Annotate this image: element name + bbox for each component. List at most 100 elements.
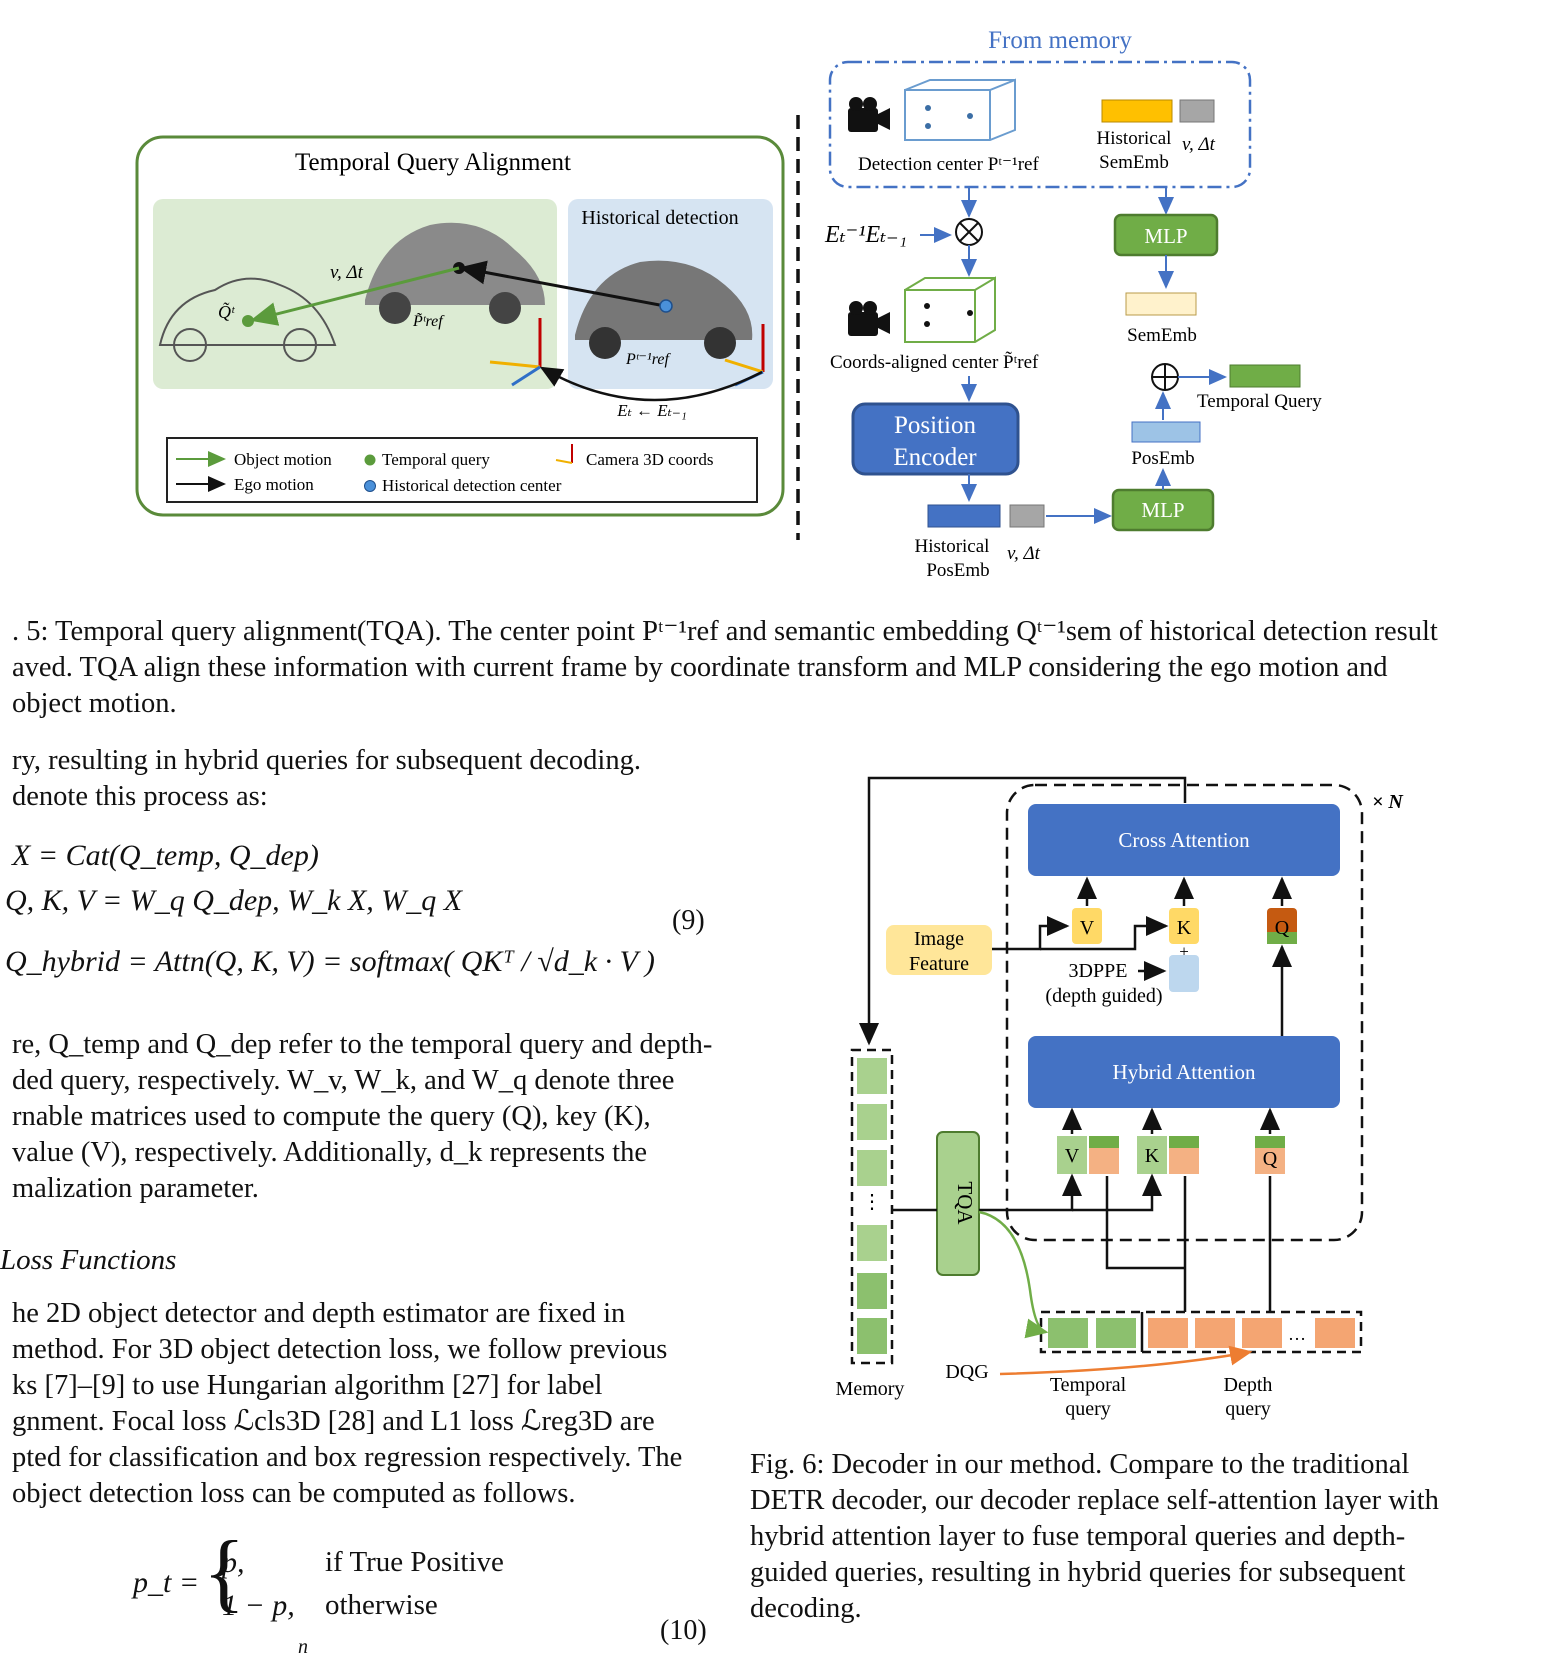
text-line: rnable matrices used to compute the quer… xyxy=(12,1101,651,1132)
v-label-lower: V xyxy=(1065,1145,1080,1167)
text-line: malization parameter. xyxy=(12,1173,259,1204)
equation-9-line-3: Q_hybrid = Attn(Q, K, V) = softmax( QKᵀ … xyxy=(5,945,655,978)
hybrid-attention-block xyxy=(1028,1036,1340,1108)
legend-temporal-query: Temporal query xyxy=(382,450,490,469)
temporal-query-label-2: query xyxy=(1065,1398,1111,1420)
legend-ego-motion: Ego motion xyxy=(234,475,314,494)
text-line: re, Q_temp and Q_dep refer to the tempor… xyxy=(12,1029,713,1060)
coords-aligned-label: Coords-aligned center P̃ᵗref xyxy=(830,350,1039,373)
v-dt-math-top: v, Δt xyxy=(1182,134,1216,155)
caption-line: hybrid attention layer to fuse temporal … xyxy=(750,1521,1406,1552)
v-token-lower xyxy=(1057,1136,1087,1174)
mlp-label-top: MLP xyxy=(1144,224,1187,248)
figure-5: Temporal Query Alignment Historical dete… xyxy=(135,27,1322,581)
text-line: value (V), respectively. Additionally, d… xyxy=(12,1137,647,1168)
tqa-label: TQA xyxy=(953,1181,977,1225)
historical-posEmb-label-1: Historical xyxy=(915,536,990,557)
historical-semEmb-label-1: Historical xyxy=(1097,128,1172,149)
equation-10-case2-cond: otherwise xyxy=(325,1589,438,1621)
axes-icon xyxy=(555,444,573,464)
caption-line: aved. TQA align these information with c… xyxy=(12,652,1388,683)
legend-historical-center: Historical detection center xyxy=(382,476,562,495)
memory-dots: ⋮ xyxy=(862,1191,882,1213)
legend-box xyxy=(166,437,758,503)
memory-column xyxy=(850,1048,894,1365)
v-label-upper: V xyxy=(1080,917,1095,939)
q-token-lower xyxy=(1255,1148,1285,1174)
temporal-query-label: Temporal Query xyxy=(1197,391,1322,412)
hybrid-attention-label: Hybrid Attention xyxy=(1113,1060,1256,1084)
paragraph-definitions: re, Q_temp and Q_dep refer to the tempor… xyxy=(12,1027,712,1207)
depth-query-label-2: query xyxy=(1225,1398,1271,1420)
equation-10-case2: 1 − p, xyxy=(222,1589,295,1622)
equation-10-trail: n xyxy=(298,1636,308,1658)
semEmb-block xyxy=(1125,292,1197,316)
temporal-query-block xyxy=(1229,364,1301,388)
historical-center-dot xyxy=(659,299,673,313)
cube-wireframe-icon xyxy=(904,276,996,343)
figure-6: × N Cross Attention Hybrid Attention Ima… xyxy=(836,776,1404,1420)
v-token-upper xyxy=(1072,908,1102,944)
dppe-token xyxy=(1169,955,1199,992)
position-encoder-label-1: Position xyxy=(894,412,976,439)
cross-attention-block xyxy=(1028,804,1340,876)
equation-9-number: (9) xyxy=(672,905,705,936)
text-line: ded query, respectively. W_v, W_k, and W… xyxy=(12,1065,675,1096)
camera-icon xyxy=(848,97,890,132)
section-heading: Loss Functions xyxy=(0,1244,177,1276)
memory-box xyxy=(828,60,1252,189)
caption-line: object motion. xyxy=(12,688,177,719)
v-dt-math-bottom: v, Δt xyxy=(1007,543,1041,564)
equation-10-case1-cond: if True Positive xyxy=(325,1546,504,1578)
mlp-label-bottom: MLP xyxy=(1141,498,1184,522)
historical-posEmb-label-2: PosEmb xyxy=(926,560,989,581)
semEmb-label: SemEmb xyxy=(1127,325,1197,346)
times-n-label: × N xyxy=(1372,791,1404,813)
query-dots: … xyxy=(1288,1324,1306,1344)
q-t-label: Q̃ᵗ xyxy=(218,302,235,322)
q-label-lower: Q xyxy=(1263,1148,1278,1170)
caption-line: Fig. 6: Decoder in our method. Compare t… xyxy=(750,1449,1410,1480)
equation-10-number: (10) xyxy=(660,1615,707,1646)
position-encoder-block xyxy=(851,402,1020,476)
caption-line: . 5: Temporal query alignment(TQA). The … xyxy=(12,616,1438,647)
plus-label: + xyxy=(1179,942,1189,961)
dqg-label: DQG xyxy=(945,1361,988,1383)
p-ref-tilde-label: P̃ᵗref xyxy=(412,312,445,330)
text-line: object detection loss can be computed as… xyxy=(12,1478,576,1509)
caption-line: DETR decoder, our decoder replace self-a… xyxy=(750,1485,1439,1516)
dppe-label-2: (depth guided) xyxy=(1045,985,1162,1007)
equation-9-line-1: X = Cat(Q_temp, Q_dep) xyxy=(12,839,319,872)
v-dt-block xyxy=(1179,99,1215,123)
cross-attention-label: Cross Attention xyxy=(1118,828,1250,852)
equation-9-line-2: Q, K, V = W_q Q_dep, W_k X, W_q X xyxy=(5,884,463,917)
figure-6-caption: Fig. 6: Decoder in our method. Compare t… xyxy=(750,1447,1500,1627)
text-line: denote this process as: xyxy=(12,781,268,812)
text-line: ks [7]–[9] to use Hungarian algorithm [2… xyxy=(12,1370,603,1401)
p-ref-prev-label: Pᵗ⁻¹ref xyxy=(625,351,671,368)
caption-line: decoding. xyxy=(750,1593,862,1624)
camera-icon xyxy=(848,301,890,336)
paragraph-hybrid: ry, resulting in hybrid queries for subs… xyxy=(12,743,712,815)
legend-object-motion: Object motion xyxy=(234,450,332,469)
paragraph-loss: he 2D object detector and depth estimato… xyxy=(12,1296,712,1512)
tqa-title: Temporal Query Alignment xyxy=(295,149,571,176)
text-line: method. For 3D object detection loss, we… xyxy=(12,1334,668,1365)
figure-5-caption: . 5: Temporal query alignment(TQA). The … xyxy=(12,614,1500,722)
temporal-query-label-1: Temporal xyxy=(1050,1374,1127,1396)
text-line: gnment. Focal loss ℒcls3D [28] and L1 lo… xyxy=(12,1406,655,1437)
brace-icon: { xyxy=(203,1524,246,1621)
historical-detection-label: Historical detection xyxy=(581,207,738,229)
dppe-label-1: 3DPPE xyxy=(1069,960,1128,982)
depth-query-label-1: Depth xyxy=(1224,1374,1273,1396)
cube-wireframe-icon xyxy=(904,78,1016,141)
k-label-lower: K xyxy=(1145,1145,1160,1167)
car-outline-icon xyxy=(158,277,337,362)
position-encoder-label-2: Encoder xyxy=(893,444,977,471)
historical-semEmb-block xyxy=(1101,99,1173,123)
temporal-query-dot xyxy=(242,315,254,327)
image-feature-label-1: Image xyxy=(914,928,964,950)
k-token-upper xyxy=(1169,908,1199,944)
equation-10-case1: p, xyxy=(222,1546,245,1579)
q-label-upper: Q xyxy=(1275,917,1290,939)
